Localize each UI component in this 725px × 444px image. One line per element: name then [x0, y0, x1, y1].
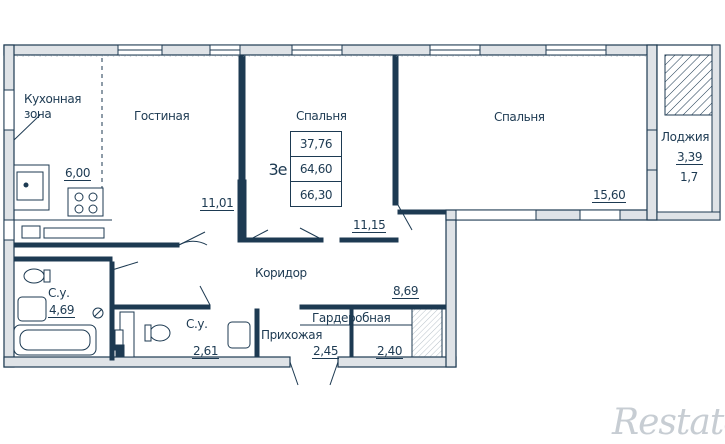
windows [3, 44, 621, 241]
living-area-total: 37,76 [291, 132, 341, 157]
wardrobe-area: 2,40 [376, 344, 404, 359]
bedroom1-area: 11,15 [352, 218, 387, 233]
bedroom1-name: Спальня [296, 109, 347, 123]
living-name: Гостиная [134, 109, 190, 123]
loggia-area: 3,39 [676, 150, 704, 165]
hall-area: 2,45 [312, 344, 340, 359]
wardrobe-name: Гардеробная [312, 311, 391, 325]
kitchen-name: Кухонная зона [24, 92, 82, 121]
wall-hatch-top [14, 55, 647, 57]
loggia-name: Лоджия [661, 130, 710, 144]
summary-table: 37,76 64,60 66,30 [290, 131, 342, 207]
loggia [647, 44, 721, 221]
apartment-type: 3е [268, 159, 287, 179]
kitchen-area: 6,00 [64, 166, 92, 181]
total-with-loggia: 66,30 [299, 187, 333, 202]
bathroom2-name: С.у. [186, 317, 208, 331]
corridor-area: 8,69 [392, 284, 420, 299]
bedroom2-area: 15,60 [592, 188, 627, 203]
apartment-summary: 3е 37,76 64,60 66,30 [265, 131, 343, 207]
loggia-coef: 1,7 [680, 170, 698, 184]
hall-name: Прихожая [261, 328, 323, 342]
fixtures [13, 114, 443, 358]
bedroom2-name: Спальня [494, 110, 545, 124]
total-area: 64,60 [291, 157, 341, 182]
living-area: 11,01 [200, 196, 235, 211]
interior-walls [13, 54, 447, 361]
doors [111, 204, 413, 386]
bathroom2-area: 2,61 [192, 344, 220, 359]
bathroom1-name: С.у. [48, 286, 70, 300]
bathroom1-area: 4,69 [48, 303, 76, 318]
corridor-name: Коридор [255, 266, 307, 280]
restate-watermark: Restate [612, 402, 725, 443]
